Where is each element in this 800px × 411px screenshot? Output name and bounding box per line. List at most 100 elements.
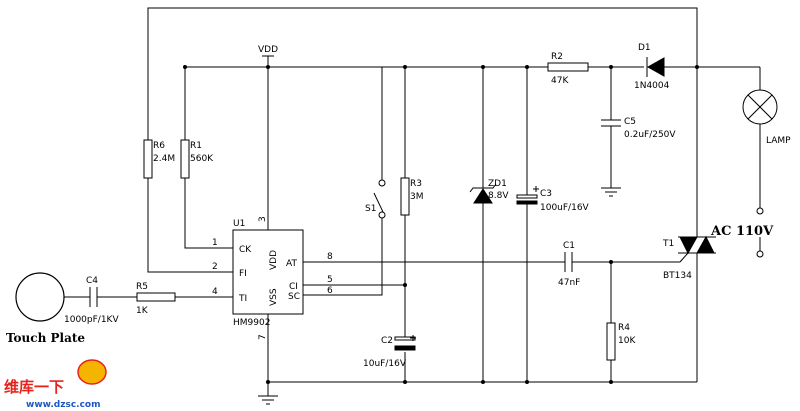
- ic-pin-fi: FI: [239, 269, 247, 279]
- lamp-cross: [747, 94, 773, 120]
- label-r2: R2: [551, 52, 563, 62]
- wire-top-loop: [147, 7, 698, 237]
- label-r4-value: 10K: [618, 336, 636, 346]
- wires: [64, 7, 761, 396]
- junction-dot: [266, 380, 270, 384]
- junction-dot: [403, 380, 407, 384]
- junction-dot: [695, 65, 699, 69]
- wire-r6-fi: [147, 178, 233, 273]
- label-r6: R6: [153, 141, 165, 151]
- resistors: [136, 62, 616, 361]
- junction-dot: [403, 65, 407, 69]
- junction-dot: [481, 380, 485, 384]
- label-c4: C4: [86, 276, 98, 286]
- capacitor-c2-plate: [394, 345, 416, 351]
- ic-u1: [232, 229, 304, 315]
- diode-d1-triangle: [646, 57, 665, 77]
- terminal-icon: [756, 207, 764, 215]
- label-d1: D1: [638, 43, 651, 53]
- switch-s1-contact: [378, 211, 386, 219]
- label-ac-voltage: AC 110V: [710, 224, 774, 239]
- triac-t1: [678, 235, 716, 263]
- lamp-icon: [742, 89, 778, 125]
- polarity-marks: [410, 186, 539, 341]
- ic-pin-number: 8: [327, 252, 333, 262]
- label-r1-value: 560K: [190, 154, 214, 164]
- label-zd1-value: 8.8V: [488, 191, 509, 201]
- triac-t1-gate: [679, 252, 689, 263]
- watermark-logo: 维库一下 www.dzsc.com: [4, 359, 107, 410]
- switch-s1-lever: [373, 192, 384, 213]
- label-r5-value: 1K: [136, 306, 149, 316]
- capacitors: [89, 119, 621, 351]
- ic-pin-number: 4: [212, 287, 218, 297]
- ic-pin-number: 6: [327, 286, 333, 296]
- wire-r1-ck: [184, 178, 233, 249]
- label-r3-value: 3M: [410, 192, 424, 202]
- label-c5-value: 0.2uF/250V: [624, 130, 676, 140]
- zener-zd1-bar: [469, 183, 497, 193]
- junctions: [183, 65, 699, 384]
- resistor-r3: [400, 177, 410, 216]
- label-r3: R3: [410, 179, 422, 189]
- triac-t1-triangle: [696, 235, 715, 254]
- ic-pin-ti: TI: [238, 294, 247, 304]
- label-touch-plate: Touch Plate: [6, 331, 85, 345]
- ic-pin-number: 1: [212, 238, 218, 248]
- capacitor-c3-plate: [516, 200, 538, 205]
- ac-terminals: [756, 207, 764, 258]
- diode-d1: [646, 57, 665, 77]
- junction-dot: [403, 283, 407, 287]
- junction-dot: [525, 380, 529, 384]
- zener-zd1: [469, 183, 497, 204]
- label-c1-value: 47nF: [558, 278, 580, 288]
- watermark-badge: [77, 359, 107, 385]
- label-u1-part: HM9902: [233, 318, 270, 328]
- label-s1: S1: [365, 204, 376, 214]
- label-r5: R5: [136, 282, 148, 292]
- junction-dot: [266, 65, 270, 69]
- junction-dot: [481, 65, 485, 69]
- junction-dot: [609, 65, 613, 69]
- resistor-r2: [547, 62, 589, 72]
- label-c3: C3: [540, 189, 552, 199]
- label-c5: C5: [624, 117, 636, 127]
- junction-dot: [609, 380, 613, 384]
- zener-zd1-triangle: [473, 188, 493, 204]
- wire-s1-bottom: [303, 218, 383, 296]
- resistor-r6: [143, 139, 153, 179]
- label-c4-value: 1000pF/1KV: [64, 315, 119, 325]
- label-d1-value: 1N4004: [634, 81, 670, 91]
- label-c2: C2: [381, 336, 393, 346]
- label-r6-value: 2.4M: [153, 154, 175, 164]
- label-c3-value: 100uF/16V: [540, 203, 590, 213]
- ic-pin-vss: VSS: [269, 288, 279, 306]
- switch-s1: [373, 179, 386, 219]
- ic-pin-at: AT: [286, 259, 297, 269]
- label-c2-value: 10uF/16V: [363, 359, 407, 369]
- label-r1: R1: [190, 141, 202, 151]
- label-t1: T1: [662, 239, 674, 249]
- ground-symbols: [258, 187, 621, 405]
- ic-pin-number: 3: [258, 216, 268, 222]
- resistor-r1: [180, 139, 190, 179]
- resistor-r4: [606, 322, 616, 361]
- label-lamp: LAMP: [766, 136, 791, 146]
- terminal-icon: [756, 250, 764, 258]
- triac-t1-triangle: [679, 236, 698, 255]
- junction-dot: [183, 65, 187, 69]
- ic-pin-number: 7: [258, 334, 268, 340]
- label-vdd: VDD: [258, 45, 278, 55]
- label-r2-value: 47K: [551, 76, 569, 86]
- watermark-url: www.dzsc.com: [26, 400, 100, 410]
- ic-pin-ci: CI: [289, 282, 298, 292]
- label-u1: U1: [233, 219, 245, 229]
- capacitor-c3-plate: [516, 194, 538, 199]
- label-zd1: ZD1: [488, 179, 507, 189]
- ic-u1-body: [232, 229, 304, 315]
- label-t1-value: BT134: [663, 271, 692, 281]
- ic-pin-vdd: VDD: [269, 250, 279, 270]
- junction-dot: [609, 260, 613, 264]
- ic-pin-sc: SC: [288, 292, 300, 302]
